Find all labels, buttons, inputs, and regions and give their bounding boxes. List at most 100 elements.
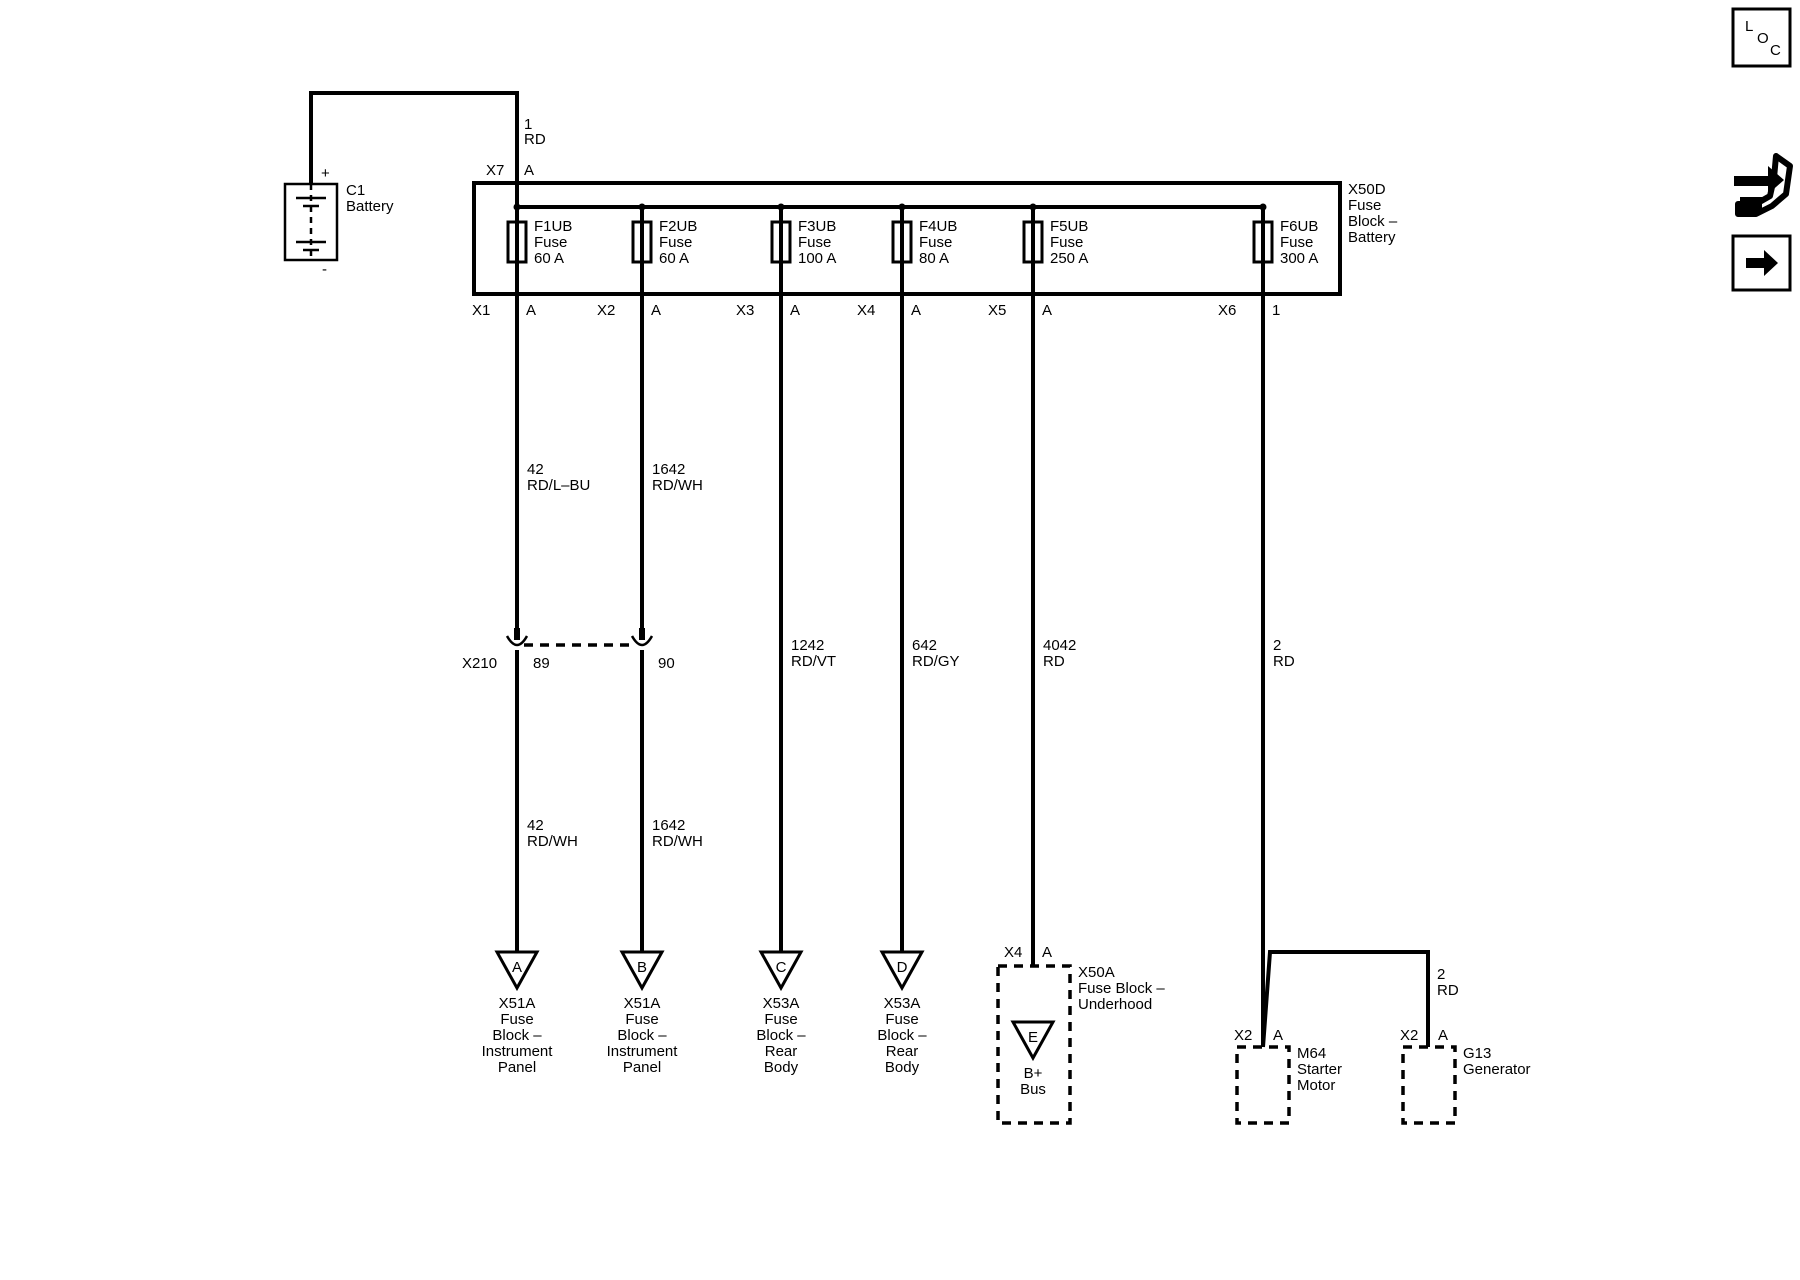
battery-ref: C1	[346, 182, 365, 199]
fuse-pin: A	[651, 302, 661, 319]
inline-connector-pin2: 90	[658, 655, 675, 672]
destination-ref: X53A	[763, 995, 800, 1012]
underhood-bus1: B+	[1024, 1065, 1043, 1082]
fuse-kind: Fuse	[1280, 234, 1313, 251]
underhood-pin: A	[1042, 944, 1052, 961]
next-button[interactable]	[1731, 234, 1792, 292]
destination-line2: Block –	[617, 1027, 667, 1044]
starter-l2: Motor	[1297, 1077, 1335, 1094]
tools-icon[interactable]	[1734, 153, 1793, 217]
underhood-conn: X4	[1004, 944, 1022, 961]
fuse-id: F1UB	[534, 218, 572, 235]
wire-circuit: 642	[912, 637, 937, 654]
generator-ref: G13	[1463, 1045, 1491, 1062]
starter-conn: X2	[1234, 1027, 1252, 1044]
fuse-id: F4UB	[919, 218, 957, 235]
loc-button[interactable]: L O C	[1731, 7, 1792, 68]
fuse-pin: A	[1042, 302, 1052, 319]
generator-l1: Generator	[1463, 1061, 1531, 1078]
wire-circuit: 42	[527, 817, 544, 834]
fuse-rating: 80 A	[919, 250, 949, 267]
wire-color: RD/WH	[527, 833, 578, 850]
battery-feed-wire	[309, 91, 519, 207]
wire-color: RD	[1273, 653, 1295, 670]
destination-line3: Rear	[765, 1043, 798, 1060]
battery: + - C1 Battery	[283, 165, 394, 278]
fuse-id: F5UB	[1050, 218, 1088, 235]
battery-plus: +	[321, 165, 330, 182]
destination-letter: D	[897, 959, 908, 976]
destination-line1: Fuse	[885, 1011, 918, 1028]
starter-l1: Starter	[1297, 1061, 1342, 1078]
generator-wire-circuit: 2	[1437, 966, 1445, 983]
destination-line1: Fuse	[764, 1011, 797, 1028]
inline-connector-pin1: 89	[533, 655, 550, 672]
fuse-block-ref: X50D	[1348, 181, 1386, 198]
generator-wire-color: RD	[1437, 982, 1459, 999]
destination-letter: C	[776, 959, 787, 976]
destination-ref: X53A	[884, 995, 921, 1012]
fuse-id: F6UB	[1280, 218, 1318, 235]
fuse-kind: Fuse	[919, 234, 952, 251]
fuse-connector: X2	[597, 302, 615, 319]
destination-line2: Block –	[492, 1027, 542, 1044]
wire-circuit: 42	[527, 461, 544, 478]
wire-circuit: 2	[1273, 637, 1281, 654]
fuse-connector: X6	[1218, 302, 1236, 319]
fuse-pin: A	[526, 302, 536, 319]
fuse-connector: X1	[472, 302, 490, 319]
fuse-pin: A	[911, 302, 921, 319]
inline-connector-ref: X210	[462, 655, 497, 672]
wire-color: RD/WH	[652, 833, 703, 850]
underhood-ref: X50A	[1078, 964, 1115, 981]
battery-minus: -	[322, 261, 327, 278]
fuse-connector: X3	[736, 302, 754, 319]
loc-letter-l: L	[1745, 18, 1753, 35]
destination-ref: X51A	[624, 995, 661, 1012]
destination-line4: Body	[764, 1059, 799, 1076]
generator-pin: A	[1438, 1027, 1448, 1044]
destination-letter: A	[512, 959, 522, 976]
feed-color: RD	[524, 131, 546, 148]
underhood-bus2: Bus	[1020, 1081, 1046, 1098]
fuse-block-line1: Fuse	[1348, 197, 1381, 214]
wire-circuit: 1642	[652, 817, 685, 834]
destination-line4: Panel	[623, 1059, 661, 1076]
fuse-block-line3: Battery	[1348, 229, 1396, 246]
wire-circuit: 1642	[652, 461, 685, 478]
fuse-pin: 1	[1272, 302, 1280, 319]
fuse-connector: X4	[857, 302, 875, 319]
starter-pin: A	[1273, 1027, 1283, 1044]
generator-conn: X2	[1400, 1027, 1418, 1044]
destination-line3: Rear	[886, 1043, 919, 1060]
feed-circuit: 1	[524, 116, 532, 133]
arrow-right-icon	[1746, 250, 1778, 276]
wire-color: RD/WH	[652, 477, 703, 494]
fuse-rating: 100 A	[798, 250, 836, 267]
fuse-connector: X5	[988, 302, 1006, 319]
fuse-rating: 250 A	[1050, 250, 1088, 267]
battery-name: Battery	[346, 198, 394, 215]
wire-circuit: 1242	[791, 637, 824, 654]
destination-ref: X51A	[499, 995, 536, 1012]
fuse-kind: Fuse	[534, 234, 567, 251]
fuse-rating: 60 A	[659, 250, 689, 267]
destination-line3: Instrument	[607, 1043, 679, 1060]
fuse-pin: A	[790, 302, 800, 319]
fuse-rating: 300 A	[1280, 250, 1318, 267]
destination-line4: Panel	[498, 1059, 536, 1076]
destination-letter: B	[637, 959, 647, 976]
loc-letter-o: O	[1757, 30, 1769, 47]
